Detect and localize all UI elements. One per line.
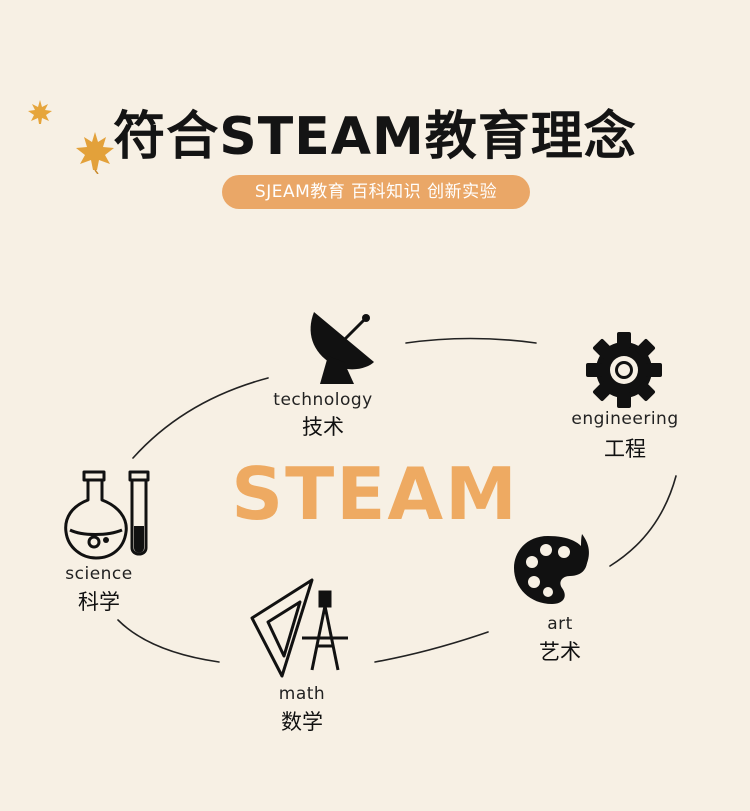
gear-icon — [586, 332, 662, 408]
engineering-label-zh: 工程 — [604, 437, 646, 461]
arc-science-technology — [132, 377, 269, 459]
maple-leaf-large-icon — [76, 132, 114, 174]
engineering-label-en: engineering — [571, 409, 679, 429]
art-label-en: art — [547, 614, 573, 634]
math-label-en: math — [278, 684, 326, 704]
arc-engineering-art — [609, 475, 677, 567]
subtitle-pill: SJEAM教育 百科知识 创新实验 — [222, 175, 530, 209]
math-label-zh: 数学 — [281, 710, 323, 734]
arc-math-science — [117, 619, 220, 663]
page-title: 符合STEAM教育理念 — [113, 107, 637, 167]
palette-icon — [514, 534, 589, 604]
steam-center-word: STEAM — [231, 452, 519, 536]
technology-label-en: technology — [273, 390, 373, 410]
science-label-zh: 科学 — [78, 590, 120, 614]
arc-technology-engineering — [405, 337, 537, 344]
arc-art-math — [374, 631, 489, 663]
art-label-zh: 艺术 — [539, 640, 581, 664]
satellite-dish-icon — [310, 312, 374, 384]
ruler-compass-icon — [250, 578, 348, 678]
science-label-en: science — [65, 564, 133, 584]
flask-test-tube-icon — [64, 470, 150, 560]
maple-leaf-small-icon — [28, 100, 52, 124]
technology-label-zh: 技术 — [302, 415, 344, 439]
